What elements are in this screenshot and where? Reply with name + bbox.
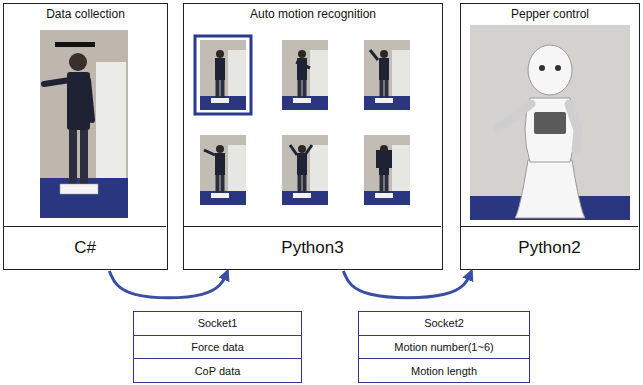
box-label: Socket1 — [134, 312, 301, 336]
motion-thumbnails — [195, 36, 410, 205]
box-label: Motion length — [359, 359, 529, 382]
person-arm — [44, 80, 70, 84]
robot-eye — [555, 65, 561, 71]
motion-thumbnail — [364, 135, 410, 205]
person-arm — [88, 80, 92, 120]
photo-wall — [40, 30, 128, 218]
arm-pose — [290, 145, 297, 155]
language-box: Python3 — [184, 226, 441, 268]
pepper-photo — [470, 25, 630, 220]
person-leg — [80, 130, 88, 184]
person-leg — [69, 130, 77, 184]
box-label: CoP data — [134, 359, 301, 382]
robot-arm — [498, 104, 531, 128]
robot-eye — [539, 65, 545, 71]
motion-thumbnail — [364, 40, 410, 110]
motion-thumbnail — [200, 40, 246, 110]
arm-pose — [296, 62, 310, 68]
panel-box: Data collectionC# — [3, 3, 168, 270]
curved-arrow — [109, 271, 227, 298]
robot-tablet — [534, 112, 566, 134]
language-box: Python2 — [461, 226, 638, 268]
box-label: Force data — [134, 336, 301, 360]
bending-pose — [376, 150, 392, 168]
robot-base — [515, 160, 585, 218]
socket-box: Socket2Motion number(1~6)Motion length — [358, 311, 530, 383]
box-label: Data collection — [4, 4, 167, 21]
whiteboard — [96, 62, 126, 182]
box-label: Auto motion recognition — [184, 4, 442, 21]
curved-arrow — [343, 271, 471, 298]
box-label: Motion number(1~6) — [359, 336, 529, 360]
box-label: C# — [74, 238, 96, 258]
photo-wall — [470, 25, 630, 220]
language-box: C# — [4, 226, 166, 268]
arm-pose — [305, 145, 312, 155]
box-label: Pepper control — [461, 4, 639, 21]
panel-box: Auto motion recognitionPython3 — [183, 3, 443, 270]
box-label: Python3 — [281, 238, 343, 258]
socket-box: Socket1Force dataCoP data — [133, 311, 302, 383]
robot-arm — [569, 104, 578, 150]
person-photo — [40, 30, 128, 218]
box-label: Python2 — [518, 238, 580, 258]
person-head — [69, 53, 87, 71]
arm-pose — [370, 50, 378, 60]
arm-pose — [204, 150, 215, 155]
box-label: Socket2 — [359, 312, 529, 336]
motion-thumbnail — [282, 40, 328, 110]
balance-board — [60, 184, 98, 194]
motion-thumbnail — [200, 135, 246, 205]
selected-frame — [195, 36, 251, 114]
panel-box: Pepper controlPython2 — [460, 3, 640, 270]
floor — [40, 178, 128, 218]
face-mask — [55, 42, 95, 47]
robot-head — [528, 45, 572, 95]
motion-thumbnail — [282, 135, 328, 205]
